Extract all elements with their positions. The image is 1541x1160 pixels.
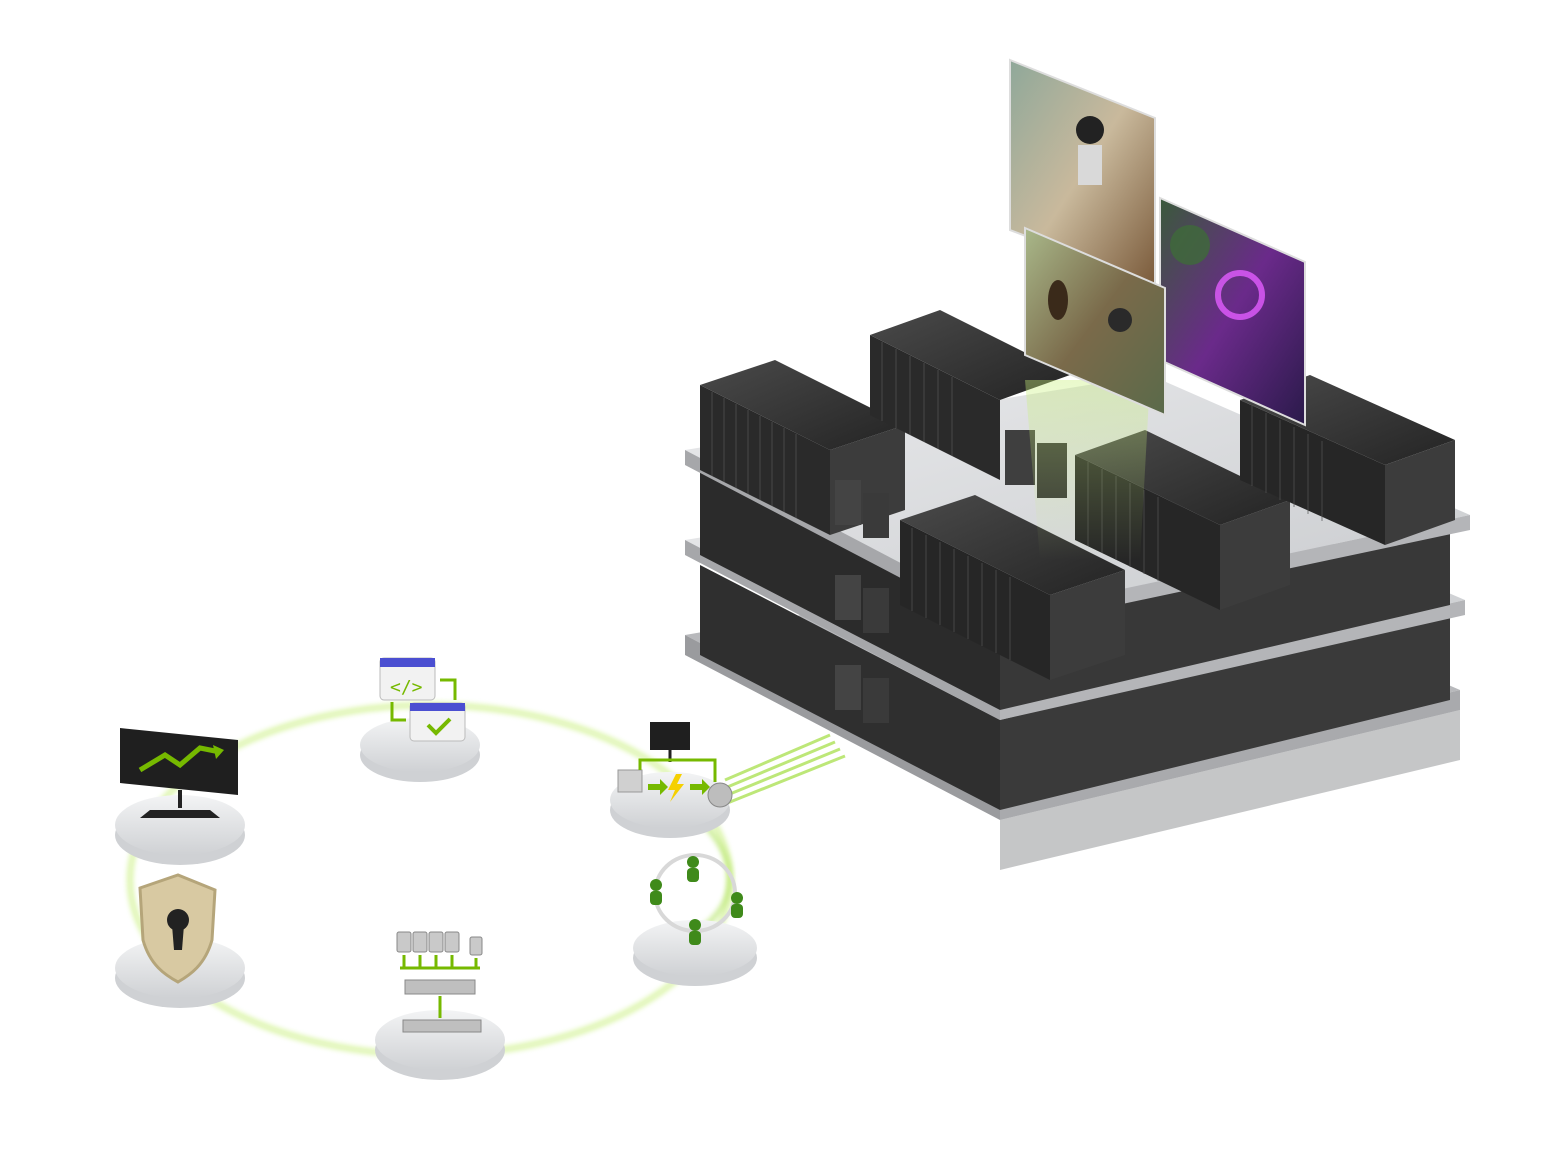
pedestal-data-ingest xyxy=(375,931,505,1080)
hologram-beam xyxy=(1025,380,1150,560)
data-ingest-icon xyxy=(396,931,483,1033)
pedestal-collaboration xyxy=(633,853,757,986)
fabric-cables xyxy=(697,733,846,933)
robot-kitchen-screen xyxy=(1009,58,1156,287)
pedestal-analytics xyxy=(115,728,245,865)
pedestal-code: </> xyxy=(360,657,480,782)
rack-row-b xyxy=(870,310,1070,480)
security-shield-icon xyxy=(138,873,217,984)
pedestal-pipeline xyxy=(610,722,733,838)
video-call-screen xyxy=(1024,226,1166,417)
pedestal-security xyxy=(115,873,245,1008)
datacenter-building xyxy=(685,310,1470,870)
code-deploy-icon: </> xyxy=(379,657,466,742)
power-pipeline-icon xyxy=(617,722,733,808)
collaboration-people-icon xyxy=(650,853,743,945)
rack-row-c xyxy=(900,495,1125,680)
nebula-earth-screen xyxy=(1159,196,1306,427)
analytics-monitor-icon xyxy=(120,728,238,818)
svg-text:</>: </> xyxy=(390,677,423,698)
